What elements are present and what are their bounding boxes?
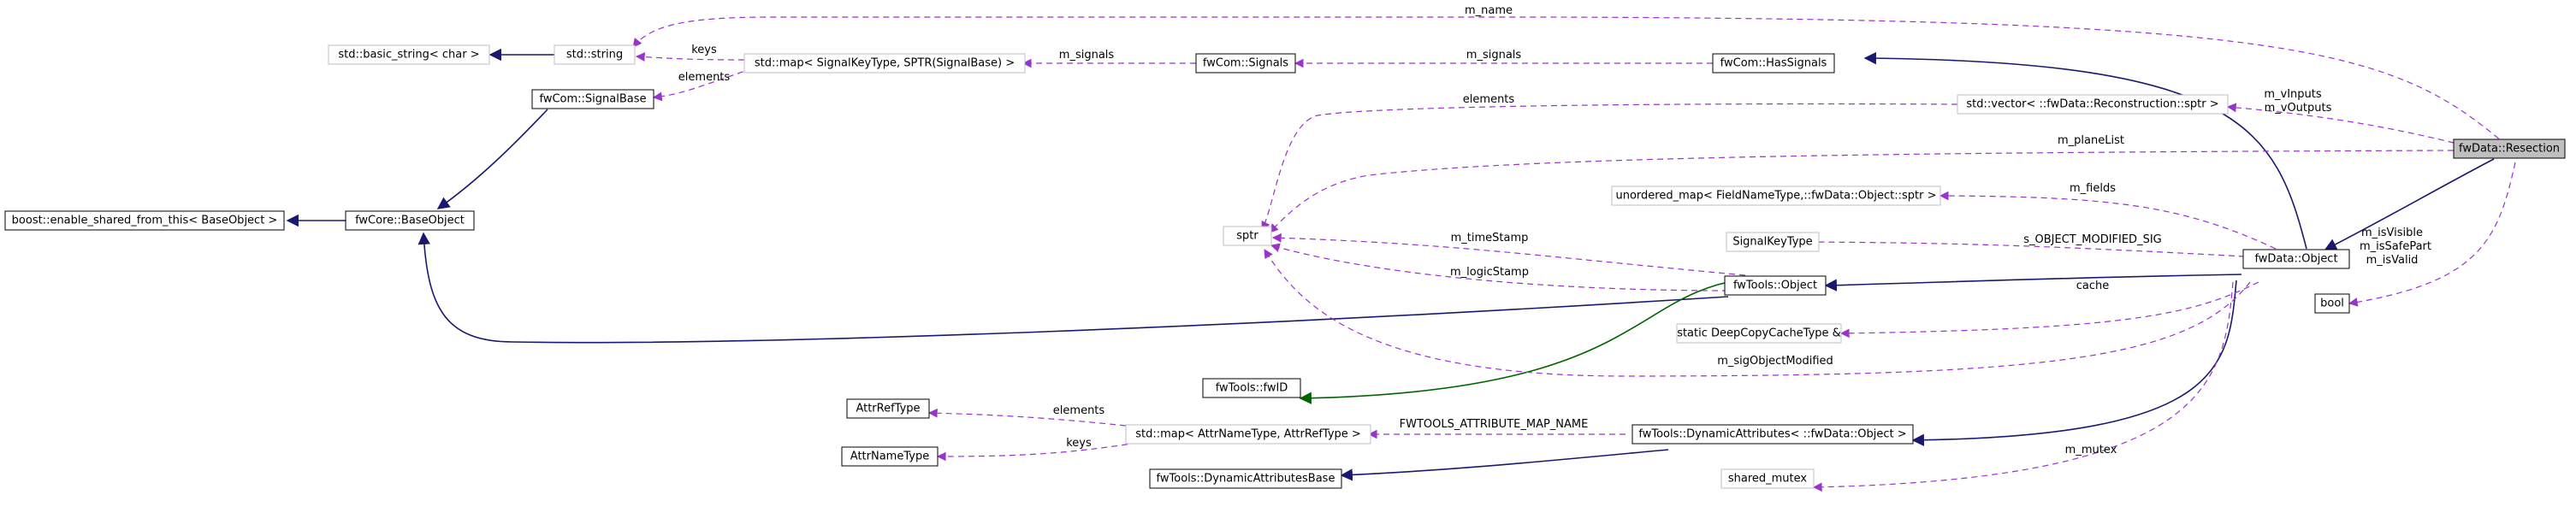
node-label: AttrNameType: [850, 450, 929, 463]
edge-label-m-logicstamp: m_logicStamp: [1450, 266, 1529, 279]
node-fwcom-signalbase[interactable]: fwCom::SignalBase: [531, 89, 654, 109]
edge-keys-signals: [635, 52, 745, 62]
edge-elements-vector: [1261, 103, 1958, 231]
node-label: std::basic_string< char >: [338, 49, 479, 62]
edge-label-m-fields: m_fields: [2070, 182, 2116, 195]
node-fwdata-resection[interactable]: fwData::Resection: [2453, 138, 2566, 159]
node-std-string[interactable]: std::string: [554, 44, 636, 65]
node-label: boost::enable_shared_from_this< BaseObje…: [12, 215, 278, 227]
node-label: bool: [2320, 297, 2344, 310]
node-std-basic-string[interactable]: std::basic_string< char >: [328, 44, 490, 65]
node-label: fwCom::HasSignals: [1720, 57, 1827, 70]
edge-m-fields: [1939, 191, 2277, 250]
edge-label-s-object-modified-sig: s_OBJECT_MODIFIED_SIG: [2023, 233, 2161, 246]
edge-keys-attrs: [936, 442, 1139, 462]
node-label: std::map< AttrNameType, AttrRefType >: [1135, 428, 1361, 441]
node-dynamic-attributes-base[interactable]: fwTools::DynamicAttributesBase: [1149, 468, 1342, 489]
edge-m-logicstamp: [1270, 243, 1729, 292]
node-fwtools-object[interactable]: fwTools::Object: [1724, 275, 1827, 296]
edge-label-m-voutputs: m_vOutputs: [2265, 102, 2332, 115]
edge-vinputs: [2226, 103, 2465, 146]
node-label: static DeepCopyCacheType &: [1677, 327, 1841, 340]
node-label: AttrRefType: [856, 403, 920, 415]
node-fwtools-fwid[interactable]: fwTools::fwID: [1202, 378, 1301, 398]
edge-label-m-planelist: m_planeList: [2058, 134, 2124, 147]
edge-label-m-isvalid: m_isValid: [2366, 254, 2419, 267]
node-map-attrs[interactable]: std::map< AttrNameType, AttrRefType >: [1125, 424, 1371, 445]
node-label: fwData::Resection: [2459, 143, 2560, 156]
node-label: fwData::Object: [2254, 253, 2337, 266]
node-label: SignalKeyType: [1732, 236, 1812, 249]
edge-label-m-signals-1: m_signals: [1059, 49, 1115, 62]
edge-label-fwtools-attribute-map-name: FWTOOLS_ATTRIBUTE_MAP_NAME: [1400, 418, 1589, 431]
edge-label-m-mutex: m_mutex: [2065, 444, 2117, 456]
node-attr-name-type[interactable]: AttrNameType: [841, 446, 939, 467]
edge-label-m-timestamp: m_timeStamp: [1451, 232, 1529, 244]
edge-tools-object-to-fwid: [1299, 277, 1755, 404]
edge-m-timestamp: [1271, 233, 1746, 276]
edge-label-m-issafepart: m_isSafePart: [2360, 240, 2431, 253]
node-label: fwTools::DynamicAttributesBase: [1157, 473, 1335, 486]
edge-elements-signals: [652, 68, 754, 102]
edge-label-keys-attrs: keys: [1066, 437, 1092, 450]
edge-signal-base-to-base-object: [436, 109, 548, 209]
node-signal-key-type[interactable]: SignalKeyType: [1726, 232, 1820, 252]
node-label: fwCom::Signals: [1203, 57, 1288, 70]
edge-label-keys-signals: keys: [691, 44, 717, 56]
node-attr-ref-type[interactable]: AttrRefType: [846, 398, 930, 419]
node-enable-shared-from-this[interactable]: boost::enable_shared_from_this< BaseObje…: [4, 210, 285, 231]
node-label: fwTools::fwID: [1216, 382, 1288, 395]
edge-label-elements-vector: elements: [1463, 93, 1515, 106]
node-bool[interactable]: bool: [2314, 293, 2350, 314]
node-label: shared_mutex: [1728, 473, 1808, 486]
node-fwcom-hassignals[interactable]: fwCom::HasSignals: [1712, 53, 1835, 74]
node-fwcom-signals[interactable]: fwCom::Signals: [1195, 53, 1296, 74]
node-fwdata-object[interactable]: fwData::Object: [2242, 249, 2350, 269]
node-label: std::string: [566, 49, 623, 62]
edge-label-elements-attrs: elements: [1053, 404, 1105, 417]
node-shared-mutex[interactable]: shared_mutex: [1720, 468, 1815, 489]
node-deep-copy-cache-type[interactable]: static DeepCopyCacheType &: [1676, 323, 1842, 344]
node-unordered-map[interactable]: unordered_map< FieldNameType,::fwData::O…: [1611, 186, 1941, 206]
edge-m-planelist: [1269, 150, 2455, 233]
edge-m-sigobjectmodified: [1264, 249, 2251, 377]
edge-data-object-to-tools-object: [1824, 274, 2242, 292]
node-vector-reconstruction[interactable]: std::vector< ::fwData::Reconstruction::s…: [1957, 94, 2229, 115]
node-fwcore-baseobject[interactable]: fwCore::BaseObject: [345, 210, 475, 231]
edge-label-m-sigobjectmodified: m_sigObjectModified: [1717, 355, 1833, 368]
node-label: fwTools::DynamicAttributes< ::fwData::Ob…: [1638, 428, 1906, 441]
node-label: sptr: [1236, 230, 1258, 243]
node-label: unordered_map< FieldNameType,::fwData::O…: [1616, 190, 1937, 203]
edge-data-object-to-has-signals: [1863, 51, 2307, 250]
edge-label-cache: cache: [2076, 280, 2110, 292]
edge-resection-to-data-object: [2324, 158, 2495, 250]
node-label: fwCom::SignalBase: [539, 93, 646, 106]
node-sptr[interactable]: sptr: [1223, 226, 1272, 246]
node-label: std::map< SignalKeyType, SPTR(SignalBase…: [755, 57, 1015, 70]
edge-m-name: [632, 16, 2508, 146]
edge-label-elements-signals: elements: [678, 71, 731, 84]
edge-label-m-vinputs: m_vInputs: [2264, 88, 2322, 101]
edge-label-m-signals-2: m_signals: [1466, 49, 1522, 62]
node-label: fwCore::BaseObject: [355, 215, 465, 227]
edge-label-m-isvisible: m_isVisible: [2361, 227, 2423, 239]
edge-data-object-to-dynamic-attrs: [1911, 280, 2237, 447]
edge-elements-attrs: [927, 408, 1127, 427]
edge-m-mutex: [1812, 281, 2234, 492]
edge-tools-object-to-base-object: [417, 232, 1729, 344]
edge-dynamic-attrs-to-base: [1340, 449, 1669, 481]
edge-label-m-name: m_name: [1465, 4, 1513, 17]
node-dynamic-attributes[interactable]: fwTools::DynamicAttributes< ::fwData::Ob…: [1631, 424, 1914, 445]
node-label: fwTools::Object: [1733, 280, 1817, 292]
node-map-signals[interactable]: std::map< SignalKeyType, SPTR(SignalBase…: [743, 53, 1026, 74]
node-label: std::vector< ::fwData::Reconstruction::s…: [1966, 98, 2218, 111]
edge-s-object-modified-sig: [1800, 237, 2246, 257]
edge-cache: [1839, 281, 2259, 339]
